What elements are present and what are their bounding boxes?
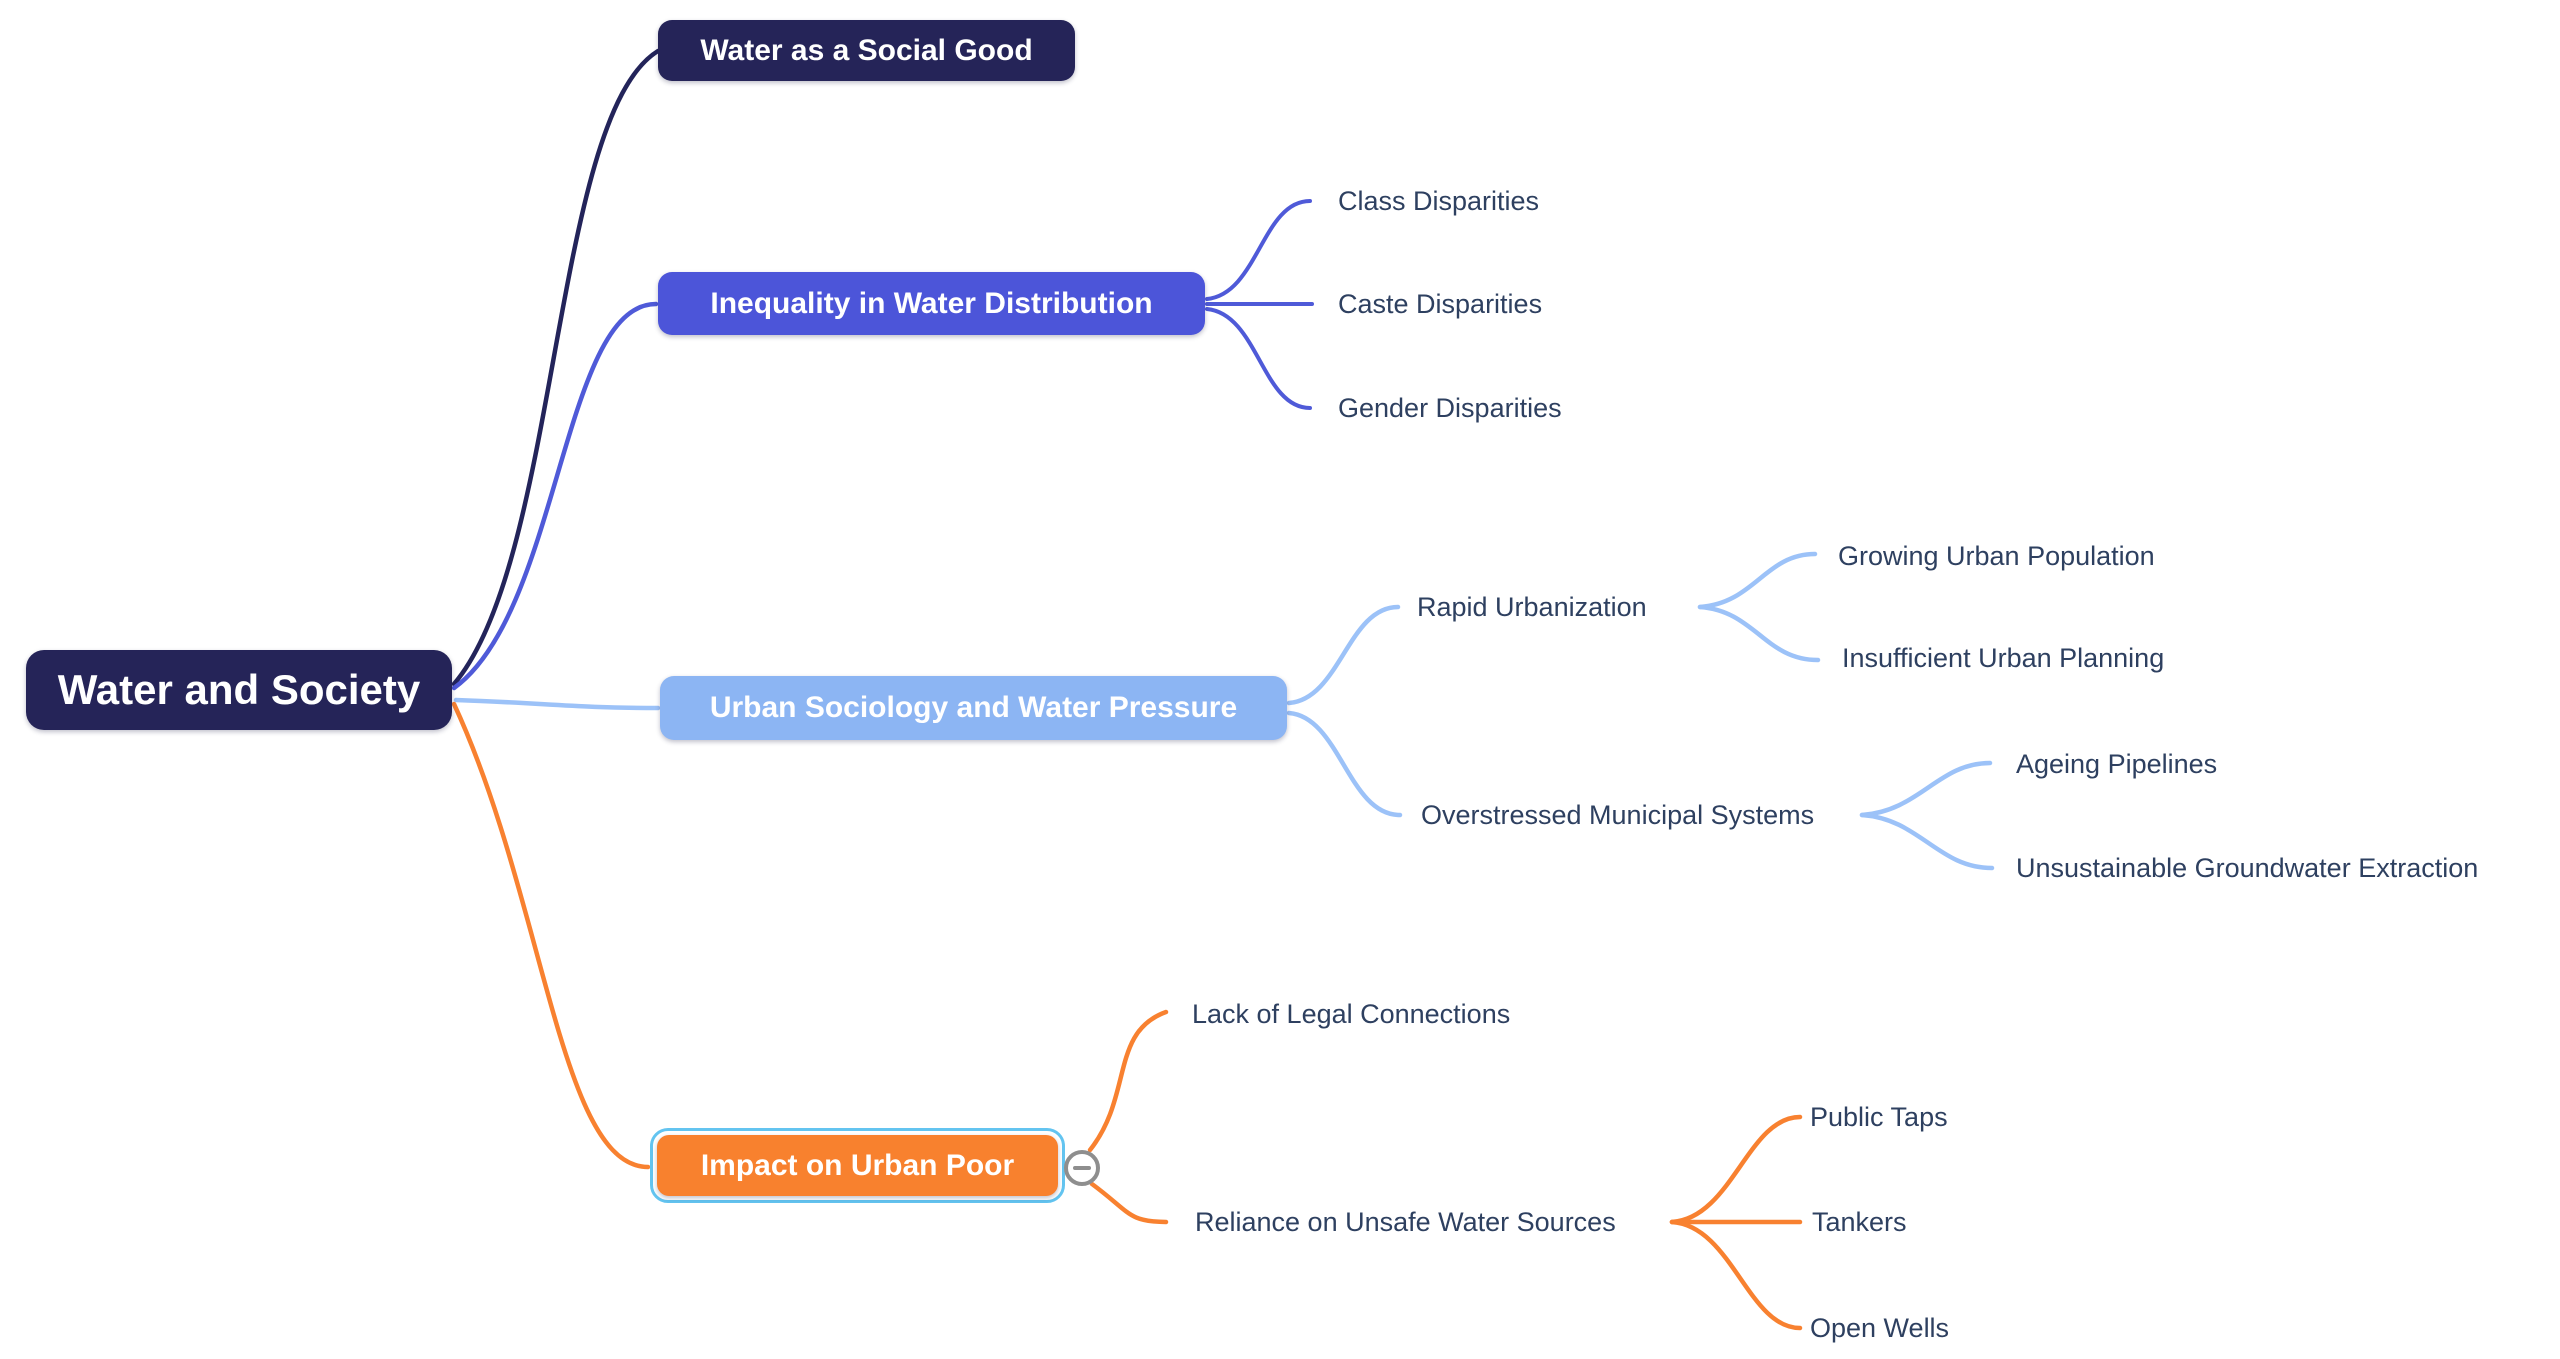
collapse-minus-button[interactable] (1064, 1150, 1100, 1186)
edge-rapid-to-insufficient (1697, 604, 1821, 663)
edge-urban-to-rapid (1286, 604, 1401, 706)
edge-inequality-to-class (1205, 199, 1312, 301)
subtopic-class-disparities[interactable]: Class Disparities (1338, 186, 1540, 216)
subtopic-growing-urban-population[interactable]: Growing Urban Population (1838, 541, 2155, 571)
edge-rapid-to-growing (1697, 551, 1818, 610)
edge-root-to-social-good (451, 48, 661, 687)
edge-urban-to-overstressed (1286, 710, 1403, 818)
subtopic-tankers[interactable]: Tankers (1812, 1207, 1907, 1237)
edge-inequality-to-gender (1205, 307, 1312, 410)
edge-reliance-to-open-wells (1669, 1219, 1803, 1331)
subtopic-unsustainable-groundwater-extraction[interactable]: Unsustainable Groundwater Extraction (2016, 853, 2479, 883)
edge-root-to-urban-sociology (453, 697, 661, 711)
minus-icon (1073, 1166, 1091, 1170)
edge-overstressed-to-unsustainable (1859, 812, 1995, 871)
subtopic-lack-of-legal-connections[interactable]: Lack of Legal Connections (1192, 999, 1511, 1029)
edge-impact-to-reliance (1089, 1181, 1169, 1225)
edge-root-to-inequality (451, 301, 659, 691)
subtopic-overstressed-municipal-systems[interactable]: Overstressed Municipal Systems (1421, 800, 1815, 830)
subtopic-rapid-urbanization[interactable]: Rapid Urbanization (1417, 592, 1647, 622)
edge-overstressed-to-ageing (1859, 760, 1993, 818)
subtopic-caste-disparities[interactable]: Caste Disparities (1338, 289, 1543, 319)
subtopic-open-wells[interactable]: Open Wells (1810, 1313, 1950, 1343)
selection-ring: Impact on Urban Poor (650, 1128, 1065, 1203)
subtopic-gender-disparities[interactable]: Gender Disparities (1338, 393, 1562, 423)
topic-inequality-in-water-distribution[interactable]: Inequality in Water Distribution (658, 272, 1205, 335)
subtopic-reliance-on-unsafe-water-sources[interactable]: Reliance on Unsafe Water Sources (1195, 1207, 1616, 1237)
topic-impact-on-urban-poor[interactable]: Impact on Urban Poor (657, 1135, 1058, 1196)
topic-urban-sociology-and-water-pressure[interactable]: Urban Sociology and Water Pressure (660, 676, 1287, 740)
subtopic-public-taps[interactable]: Public Taps (1810, 1102, 1948, 1132)
root-topic-water-and-society[interactable]: Water and Society (26, 650, 452, 730)
topic-water-as-a-social-good[interactable]: Water as a Social Good (658, 20, 1075, 81)
edge-impact-to-lack (1087, 1009, 1169, 1153)
edge-root-to-impact (451, 701, 651, 1170)
subtopic-ageing-pipelines[interactable]: Ageing Pipelines (2016, 749, 2218, 779)
edge-reliance-to-public-taps (1669, 1114, 1803, 1225)
subtopic-insufficient-urban-planning[interactable]: Insufficient Urban Planning (1842, 643, 2165, 673)
